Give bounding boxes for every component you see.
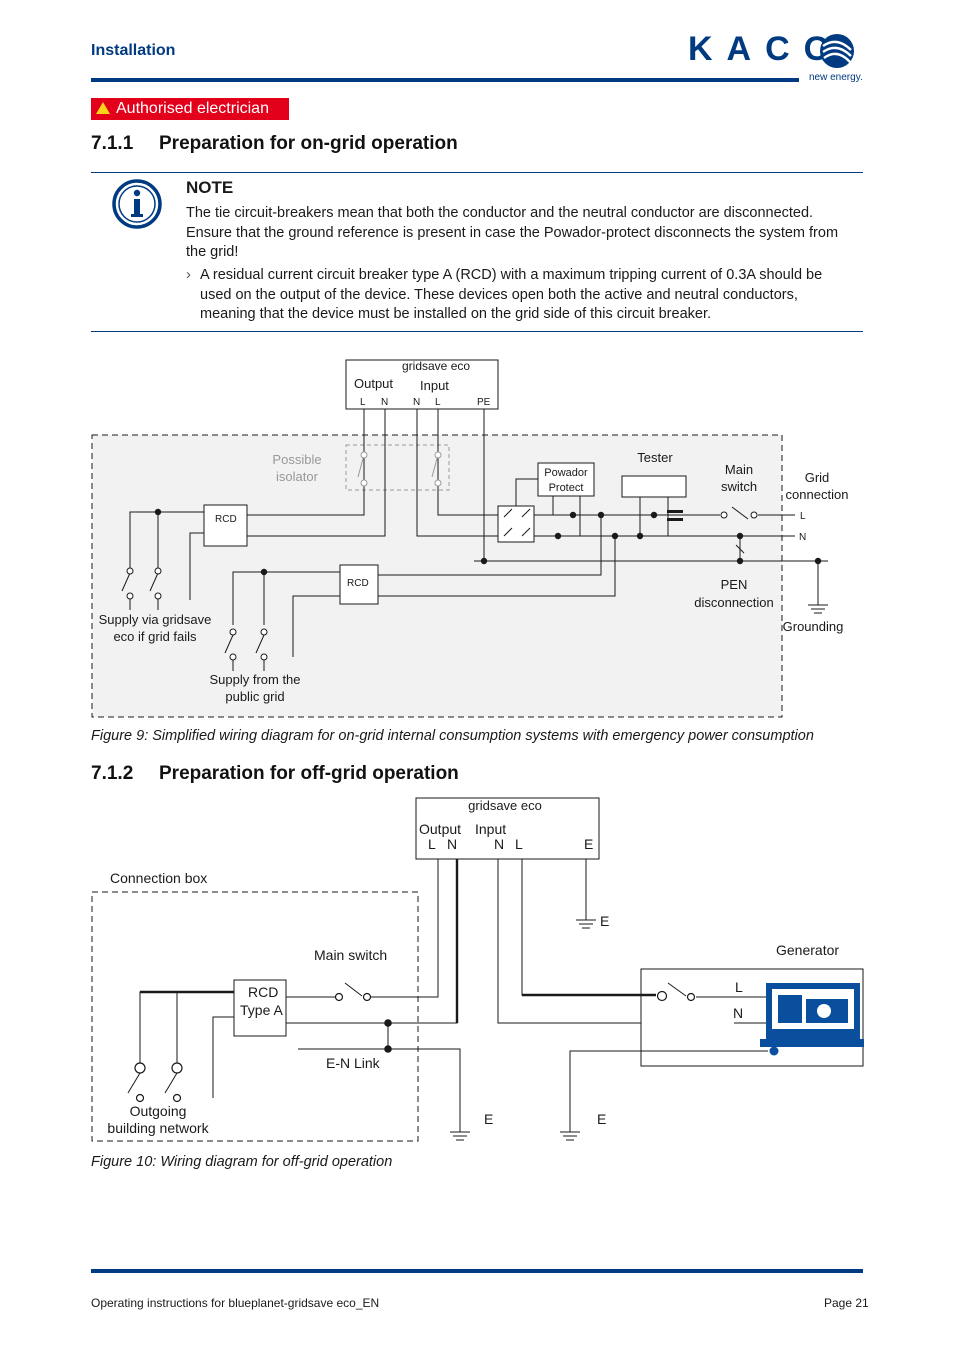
footer-rule (91, 1269, 863, 1273)
fig10-terminal-L2: L (515, 836, 523, 852)
fig10-gen-N: N (733, 1005, 743, 1021)
generator-box (640, 968, 864, 1067)
note-text: The tie circuit-breakers mean that both … (186, 205, 839, 261)
isolator-box (345, 444, 450, 491)
fig9-tester-label: Tester (637, 450, 673, 465)
fig9-main-switch-label-1: Main (725, 462, 753, 477)
fig9-terminal-N2: N (413, 397, 420, 408)
section-7-1-1-heading: 7.1.1 Preparation for on-grid operation (91, 133, 458, 155)
figure-9-diagram: gridsave eco Output Input L N N L PE Pos… (91, 359, 849, 718)
fig9-supply-gridsave-1: Supply via gridsave (99, 612, 212, 627)
gridsave-unit (415, 797, 600, 860)
fig9-rcd-2-label: RCD (347, 578, 369, 589)
section-title: Preparation for on-grid operation (159, 133, 458, 154)
fig10-terminal-E: E (584, 836, 593, 852)
kaco-logo: KACO (688, 30, 845, 68)
fig10-gridsave-label: gridsave eco (468, 798, 542, 813)
note-bullet-text: A residual current circuit breaker type … (200, 267, 823, 323)
fig9-powador-label-1: Powador (544, 467, 588, 479)
connection-box (91, 891, 419, 1142)
fig10-output-label: Output (419, 821, 461, 837)
fig9-grid-label-1: Grid (805, 470, 830, 485)
fig10-main-switch-label: Main switch (314, 947, 387, 963)
logo-tagline: new energy. (809, 72, 863, 83)
fig9-pen-label-2: disconnection (694, 595, 774, 610)
fig9-pen-label-1: PEN (721, 577, 748, 592)
note-top-rule (91, 172, 863, 173)
fig9-terminal-N1: N (381, 397, 388, 408)
fig10-en-link-label: E-N Link (326, 1055, 381, 1071)
fig9-supply-public-2: public grid (225, 689, 284, 704)
fig10-terminal-L1: L (428, 836, 436, 852)
fig9-terminal-L1: L (360, 397, 366, 408)
fig10-earth-label-3: E (597, 1111, 606, 1127)
fig10-earth-label-2: E (484, 1111, 493, 1127)
fig10-rcd-label-1: RCD (248, 984, 278, 1000)
gridsave-unit (345, 359, 499, 410)
note-title: NOTE (186, 178, 234, 197)
fig9-rcd-1-label: RCD (215, 514, 237, 525)
header-rule (91, 78, 799, 82)
fig9-main-switch-label-2: switch (721, 479, 757, 494)
fig10-earth-label-1: E (600, 913, 609, 929)
fig9-output-label: Output (354, 376, 393, 391)
kaco-logo-mark (820, 34, 854, 68)
fig9-grounding-label: Grounding (783, 619, 844, 634)
authorised-badge: Authorised electrician (91, 98, 289, 120)
fig9-gridsave-label: gridsave eco (402, 359, 470, 373)
fig10-gen-L: L (735, 979, 743, 995)
fig9-line-L: L (800, 511, 806, 522)
fig10-outgoing-label-1: Outgoing (130, 1103, 187, 1119)
figure-9-caption: Figure 9: Simplified wiring diagram for … (91, 728, 814, 744)
fig9-input-label: Input (420, 378, 449, 393)
tie-breaker-box (497, 505, 535, 543)
bullet-chevron-icon: › (186, 267, 191, 283)
fig10-generator-label: Generator (776, 942, 839, 958)
badge-label: Authorised electrician (116, 100, 269, 117)
rcd-2 (339, 564, 379, 605)
fig9-supply-public-1: Supply from the (209, 672, 300, 687)
fig10-outgoing-label-2: building network (107, 1120, 209, 1136)
generator-icon (760, 983, 864, 1056)
fig9-isolator-label-2: isolator (276, 469, 319, 484)
fig10-input-label: Input (475, 821, 506, 837)
figure-10-caption: Figure 10: Wiring diagram for off-grid o… (91, 1154, 393, 1170)
section-title: Preparation for off-grid operation (159, 763, 459, 784)
fig10-rcd-label-2: Type A (240, 1002, 283, 1018)
fig10-terminal-N2: N (494, 836, 504, 852)
fig9-supply-gridsave-2: eco if grid fails (113, 629, 197, 644)
info-icon (112, 179, 162, 229)
section-7-1-2-heading: 7.1.2 Preparation for off-grid operation (91, 763, 459, 785)
warning-icon (96, 102, 110, 114)
fig9-grid-label-2: connection (786, 487, 849, 502)
note-bullet: › A residual current circuit breaker typ… (186, 266, 854, 325)
rcd-1 (203, 504, 248, 547)
fig10-connection-box-label: Connection box (110, 870, 207, 886)
fig9-isolator-label-1: Possible (272, 452, 321, 467)
note-bottom-rule (91, 331, 863, 332)
fig9-terminal-L2: L (435, 397, 441, 408)
footer-page-number: Page 21 (824, 1296, 869, 1310)
fig9-line-N: N (799, 532, 806, 543)
figure-10-diagram: gridsave eco Output Input L N N L E Conn… (91, 797, 864, 1142)
section-number: 7.1.1 (91, 133, 134, 154)
footer-document-title: Operating instructions for blueplanet-gr… (91, 1296, 380, 1310)
tester-box (621, 475, 687, 498)
rcd-type-a (233, 979, 287, 1037)
fig9-powador-label-2: Protect (549, 482, 584, 494)
section-heading: Installation (91, 42, 176, 59)
section-number: 7.1.2 (91, 763, 134, 784)
fig10-terminal-N1: N (447, 836, 457, 852)
fig9-terminal-PE: PE (477, 397, 491, 408)
